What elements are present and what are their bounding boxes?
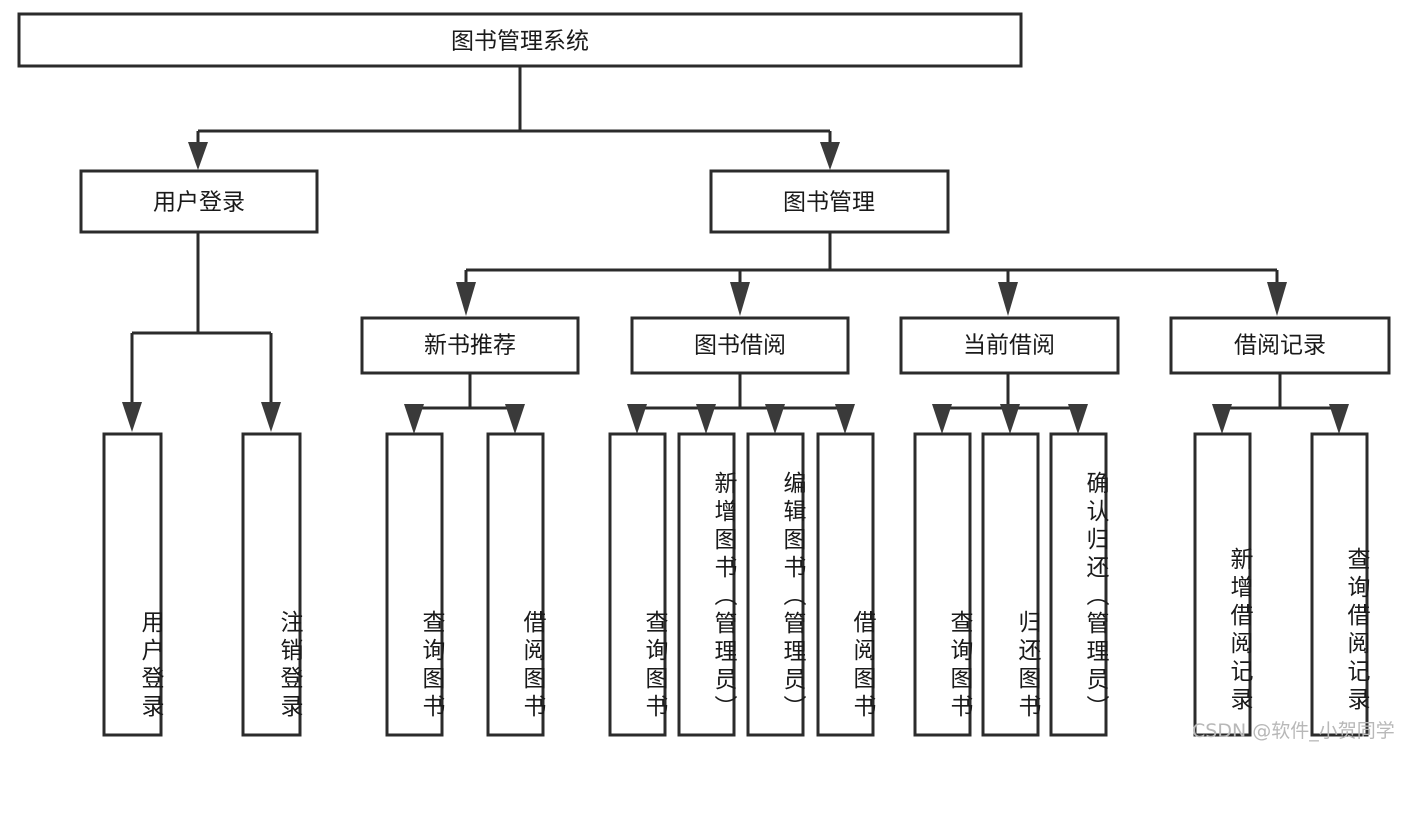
node-label-book-borrow: 图书借阅: [694, 333, 786, 359]
node-box-leaf-edit-book[interactable]: [746, 432, 805, 737]
arrowhead-icon-leaf-borrow-book-1: [505, 404, 525, 434]
arrowhead-icon-leaf-user-logout: [261, 402, 281, 432]
arrowhead-icon-bookborrow: [730, 282, 750, 316]
arrowhead-icon-leaf-query-book-2: [627, 404, 647, 434]
arrowhead-icon-leaf-confirm-return: [1068, 404, 1088, 434]
arrowheads-group: [122, 142, 1349, 434]
node-box-leaf-borrow-book-2[interactable]: [816, 432, 875, 737]
node-label-book-management: 图书管理: [783, 190, 875, 216]
arrowhead-icon-leaf-edit-book: [765, 404, 785, 434]
node-label-user-login: 用户登录: [153, 190, 245, 216]
arrowhead-icon-leaf-user-login: [122, 402, 142, 432]
node-box-new-book-recommend[interactable]: [360, 316, 580, 375]
arrowhead-icon-leaf-borrow-book-2: [835, 404, 855, 434]
arrowhead-icon-leaf-add-record: [1212, 404, 1232, 434]
node-box-leaf-confirm-return[interactable]: [1049, 432, 1108, 737]
node-box-book-management[interactable]: [709, 169, 950, 234]
node-box-leaf-return-book[interactable]: [981, 432, 1040, 737]
node-box-leaf-query-record[interactable]: [1310, 432, 1369, 737]
node-box-book-borrow[interactable]: [630, 316, 850, 375]
node-box-leaf-add-record[interactable]: [1193, 432, 1252, 737]
node-box-current-borrow[interactable]: [899, 316, 1120, 375]
arrowhead-icon-leaf-query-record: [1329, 404, 1349, 434]
node-label-current-borrow: 当前借阅: [963, 333, 1055, 359]
node-box-root[interactable]: [17, 12, 1023, 68]
watermark-text: CSDN @软件_小贺同学: [1192, 720, 1395, 742]
node-box-leaf-query-book-1[interactable]: [385, 432, 444, 737]
node-box-borrow-record[interactable]: [1169, 316, 1391, 375]
arrowhead-icon-bookmgmt: [820, 142, 840, 170]
node-box-leaf-query-book-2[interactable]: [608, 432, 667, 737]
tree-diagram-svg: 图书管理系统 用户登录 图书管理 新书推荐 图书借阅 当前借阅 借阅记录: [17, 12, 1391, 737]
boxes-group: [17, 12, 1391, 737]
arrowhead-icon-leaf-query-book-1: [404, 404, 424, 434]
node-box-leaf-user-login[interactable]: [102, 432, 163, 737]
node-box-leaf-query-book-3[interactable]: [913, 432, 972, 737]
arrowhead-icon-leaf-query-book-3: [932, 404, 952, 434]
arrowhead-icon-currentborrow: [998, 282, 1018, 316]
node-box-leaf-add-book[interactable]: [677, 432, 736, 737]
node-box-leaf-borrow-book-1[interactable]: [486, 432, 545, 737]
arrowhead-icon-leaf-return-book: [1000, 404, 1020, 434]
arrowhead-icon-leaf-add-book: [696, 404, 716, 434]
node-box-leaf-user-logout[interactable]: [241, 432, 302, 737]
arrowhead-icon-newbook: [456, 282, 476, 316]
arrowhead-icon-borrowrecord: [1267, 282, 1287, 316]
node-label-root: 图书管理系统: [451, 29, 589, 55]
horizontal-labels-group: 图书管理系统 用户登录 图书管理 新书推荐 图书借阅 当前借阅 借阅记录: [153, 29, 1326, 359]
arrowhead-icon-userlogin: [188, 142, 208, 170]
node-box-user-login[interactable]: [79, 169, 319, 234]
flowchart-canvas: 图书管理系统 用户登录 图书管理 新书推荐 图书借阅 当前借阅 借阅记录 用户登…: [17, 12, 1395, 742]
node-label-borrow-record: 借阅记录: [1234, 333, 1326, 359]
node-label-new-book-recommend: 新书推荐: [424, 333, 516, 359]
